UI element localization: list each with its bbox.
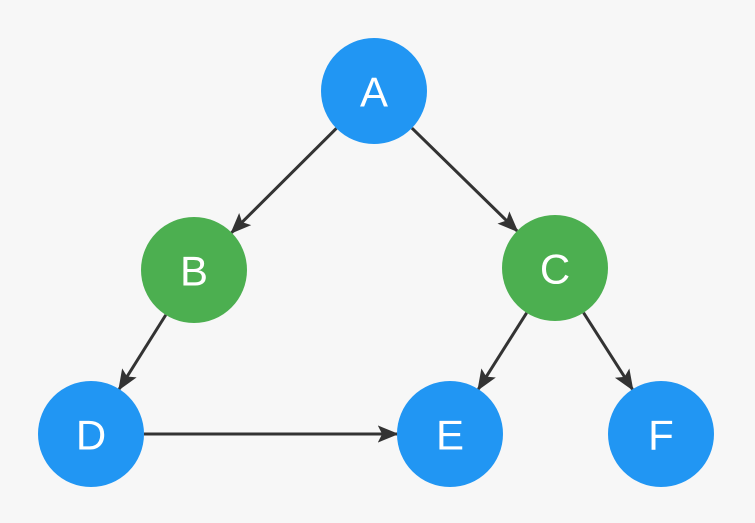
nodes-layer: A B C D E F	[38, 38, 714, 487]
graph-edge-c-to-f	[582, 311, 634, 391]
graph-edge-a-to-c	[410, 126, 519, 233]
node-circle-c[interactable]	[502, 215, 608, 321]
node-circle-e[interactable]	[397, 381, 503, 487]
node-label-c: C	[540, 246, 570, 293]
graph-edge-b-to-d	[117, 314, 168, 391]
node-circle-b[interactable]	[141, 217, 247, 323]
graph-node-d[interactable]: D	[38, 381, 144, 487]
graph-node-a[interactable]: A	[321, 38, 427, 144]
graph-node-b[interactable]: B	[141, 217, 247, 323]
node-circle-d[interactable]	[38, 381, 144, 487]
graph-node-e[interactable]: E	[397, 381, 503, 487]
node-circle-f[interactable]	[608, 381, 714, 487]
node-label-e: E	[436, 412, 464, 459]
graph-node-c[interactable]: C	[502, 215, 608, 321]
node-label-a: A	[360, 69, 388, 116]
node-label-b: B	[180, 248, 208, 295]
node-label-d: D	[76, 412, 106, 459]
edges-layer	[117, 126, 634, 443]
graph-edge-a-to-b	[230, 127, 338, 234]
node-label-f: F	[648, 412, 674, 459]
graph-edge-c-to-e	[477, 311, 528, 391]
node-circle-a[interactable]	[321, 38, 427, 144]
graph-node-f[interactable]: F	[608, 381, 714, 487]
